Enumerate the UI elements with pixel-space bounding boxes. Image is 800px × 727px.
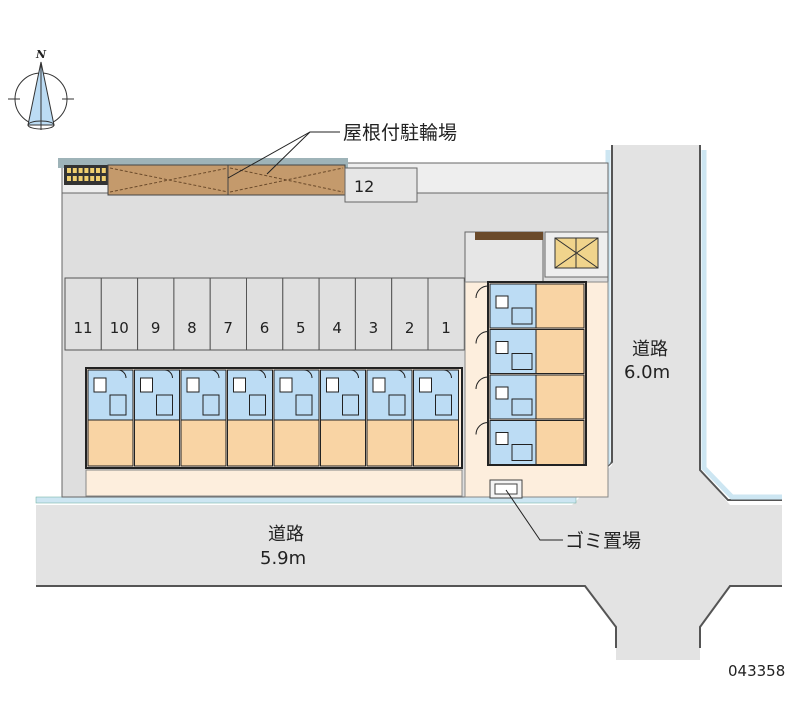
road-east-width: 6.0m <box>624 362 670 383</box>
road-edge <box>699 145 782 501</box>
road-south-width: 5.9m <box>260 548 306 569</box>
walkway <box>85 469 463 497</box>
parking-space <box>282 277 320 351</box>
parking-space-label: 4 <box>332 319 342 337</box>
parking-space <box>209 277 247 351</box>
parking-space-label: 9 <box>151 319 161 337</box>
unit <box>366 369 413 467</box>
unit <box>227 369 273 467</box>
water-tank-hatch <box>554 237 599 269</box>
parking-spaces: 11 10 9 8 7 6 5 4 3 2 1 <box>64 277 465 351</box>
parking-space-label: 2 <box>405 319 415 337</box>
unit <box>475 374 585 420</box>
unit <box>475 329 585 374</box>
bike-slot <box>67 168 71 173</box>
bike-slot <box>101 176 106 181</box>
parking-space-12-label: 12 <box>354 177 374 196</box>
bike-slot <box>72 176 77 181</box>
road-edge <box>36 585 617 648</box>
compass-icon: N <box>8 48 74 130</box>
north-label: N <box>35 48 47 61</box>
bike-slot <box>78 176 83 181</box>
bike-slot <box>84 176 89 181</box>
stair-roof <box>475 232 543 240</box>
shed-roof-shadow <box>58 158 348 168</box>
parking-space <box>391 277 429 351</box>
bike-slot <box>67 176 71 181</box>
bike-shed-label: 屋根付駐輪場 <box>343 122 457 144</box>
bike-slot <box>72 168 77 173</box>
parking-space-label: 7 <box>223 319 233 337</box>
unit <box>180 369 227 467</box>
parking-space-label: 5 <box>296 319 306 337</box>
road-south-name: 道路 <box>268 524 304 545</box>
road-south <box>36 145 782 660</box>
stair-area <box>464 231 544 283</box>
garbage-box <box>494 483 518 495</box>
road-east-name: 道路 <box>632 339 668 360</box>
unit <box>87 369 134 467</box>
parking-space-label: 11 <box>73 319 92 337</box>
parking-space <box>173 277 211 351</box>
parking-space <box>137 277 175 351</box>
parking-space <box>354 277 393 351</box>
parking-space <box>100 277 139 351</box>
unit <box>475 283 585 329</box>
bike-shed-hatch <box>109 167 344 193</box>
bike-shed <box>107 164 346 196</box>
unit <box>320 369 366 467</box>
bike-slot <box>96 168 100 173</box>
unit <box>134 369 180 467</box>
parking-space-label: 6 <box>260 319 270 337</box>
gutter-east-right <box>701 150 782 500</box>
parking-space <box>246 277 284 351</box>
parking-space <box>427 277 465 351</box>
parking-space <box>318 277 356 351</box>
bike-slot <box>90 168 95 173</box>
garbage-callout <box>505 489 563 541</box>
garbage-label: ゴミ置場 <box>565 530 641 552</box>
unit <box>413 369 459 467</box>
parking-space-label: 8 <box>187 319 197 337</box>
bike-slot <box>101 168 106 173</box>
road-edge <box>699 585 782 648</box>
unit <box>273 369 320 467</box>
parking-space-label: 10 <box>110 319 129 337</box>
parking-space-label: 1 <box>441 319 451 337</box>
bike-slot <box>90 176 95 181</box>
bike-shed-callout-line <box>266 131 311 175</box>
parking-space-12 <box>344 167 418 203</box>
map-code: 043358 <box>728 662 785 680</box>
parking-space-label: 3 <box>369 319 379 337</box>
bike-slot <box>84 168 89 173</box>
bike-slot <box>78 168 83 173</box>
unit <box>475 420 585 465</box>
parking-space <box>64 277 102 351</box>
bike-slot <box>96 176 100 181</box>
